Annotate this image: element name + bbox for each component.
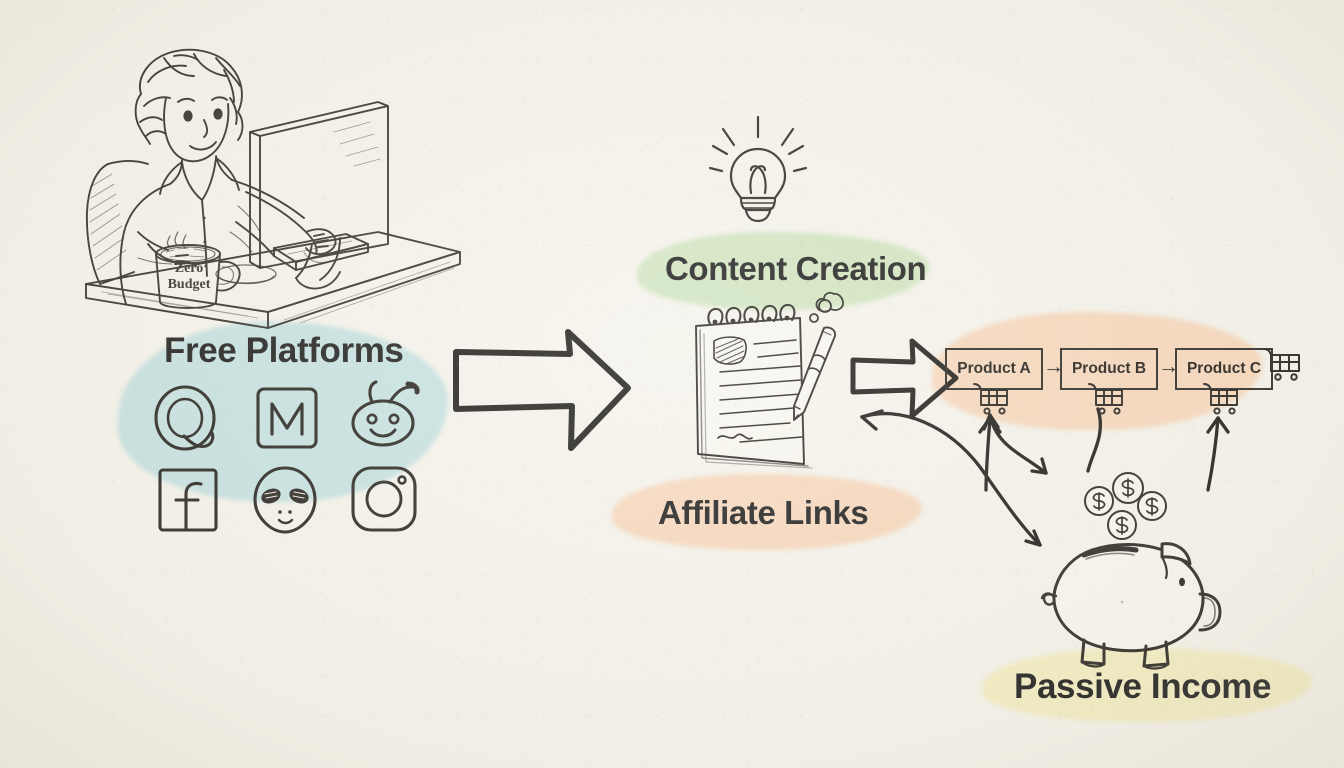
highlight-passive-income bbox=[982, 648, 1312, 722]
highlight-free-platforms bbox=[118, 322, 448, 502]
mug-text-line2: Budget bbox=[167, 277, 211, 292]
person-at-desk-illustration: Zero Budget bbox=[78, 36, 468, 331]
medium-icon bbox=[256, 387, 318, 449]
coin-2 bbox=[1084, 486, 1114, 516]
quora-icon bbox=[154, 385, 216, 451]
coins-group bbox=[1082, 472, 1174, 548]
coin-3 bbox=[1137, 491, 1167, 521]
product-box-b[interactable]: Product B bbox=[1060, 348, 1158, 390]
product-a-label: Product A bbox=[957, 360, 1031, 377]
coin-4 bbox=[1107, 510, 1137, 540]
highlight-affiliate-links bbox=[612, 474, 922, 550]
notepad-illustration bbox=[682, 291, 872, 476]
arrow-cart-a-upward bbox=[972, 414, 1012, 494]
product-connector-b-c: → bbox=[1158, 355, 1179, 378]
product-connector-a-b: → bbox=[1043, 355, 1064, 378]
highlight-content-creation bbox=[637, 232, 929, 310]
affiliate-links-label: Affiliate Links bbox=[658, 494, 869, 531]
curved-arrow-network bbox=[840, 395, 1180, 595]
product-c-label: Product C bbox=[1186, 360, 1262, 377]
alien-icon bbox=[253, 466, 317, 534]
free-platforms-label: Free Platforms bbox=[164, 331, 404, 370]
shopping-cart-icon-trailing bbox=[1262, 346, 1304, 382]
arrow-content-to-products bbox=[850, 338, 960, 420]
arrow-cart-c-upward bbox=[1196, 414, 1236, 494]
product-box-a[interactable]: Product A bbox=[945, 348, 1043, 390]
arrow-piggy-to-content bbox=[860, 409, 1042, 547]
instagram-icon bbox=[351, 466, 417, 532]
platform-icons-group bbox=[140, 378, 430, 538]
lightbulb-icon bbox=[708, 115, 808, 225]
shopping-cart-icon-a bbox=[972, 382, 1012, 416]
arrow-cart-c-to-piggy bbox=[1086, 407, 1103, 473]
passive-income-label: Passive Income bbox=[1014, 667, 1272, 706]
piggy-bank-icon bbox=[1034, 530, 1234, 670]
shopping-cart-icon-b bbox=[1087, 382, 1127, 416]
reddit-icon bbox=[351, 380, 420, 447]
product-b-label: Product B bbox=[1071, 360, 1147, 377]
content-creation-label: Content Creation bbox=[665, 250, 927, 287]
shopping-cart-icon-c bbox=[1202, 382, 1242, 416]
facebook-icon bbox=[158, 468, 218, 532]
arrow-platforms-to-content bbox=[452, 326, 632, 456]
mug-text-line1: Zero bbox=[174, 261, 204, 276]
coin-1 bbox=[1112, 472, 1144, 504]
